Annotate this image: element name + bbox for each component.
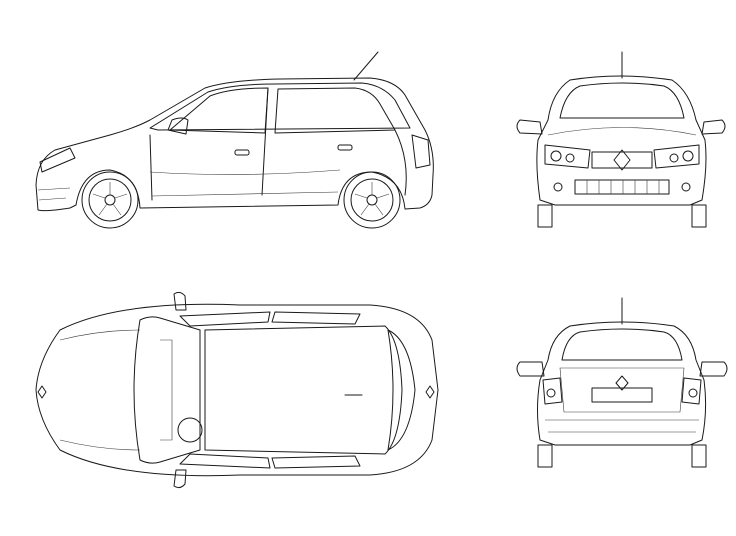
front-grille xyxy=(591,151,653,169)
side-rear-wheel xyxy=(343,171,401,229)
side-front-door-handle xyxy=(234,149,250,156)
side-window-frame xyxy=(149,82,411,131)
rear-left-taillight xyxy=(542,377,563,405)
rear-right-mirror xyxy=(699,361,728,377)
side-body-crease xyxy=(149,169,341,175)
front-right-headlight xyxy=(653,144,700,169)
side-rear-door-edge xyxy=(394,129,407,196)
side-front-wheel xyxy=(81,171,139,229)
front-right-tire xyxy=(691,204,707,228)
top-steering-wheel xyxy=(177,417,203,443)
front-lower-grille xyxy=(574,179,670,195)
rear-tailgate xyxy=(559,367,685,413)
front-right-fog-light xyxy=(681,182,691,192)
rear-left-mirror xyxy=(516,361,545,377)
rear-body-outline xyxy=(537,321,707,446)
rear-license-plate xyxy=(591,387,653,403)
side-headlight xyxy=(39,147,76,173)
side-tail-light xyxy=(411,134,431,169)
front-body-outline xyxy=(536,75,707,206)
top-windshield xyxy=(133,316,201,464)
rear-right-taillight xyxy=(681,377,702,405)
side-door-divider xyxy=(261,87,269,196)
top-front-logo-icon xyxy=(37,385,47,399)
side-bumper-front xyxy=(37,187,71,201)
rear-logo-icon xyxy=(615,375,629,391)
car-top-view xyxy=(35,291,439,489)
top-left-rear-window xyxy=(271,311,361,325)
rear-right-tire xyxy=(691,444,707,468)
front-left-headlight xyxy=(544,144,591,169)
top-left-side-window xyxy=(179,311,271,327)
top-right-mirror xyxy=(173,469,187,489)
side-front-door-edge xyxy=(149,134,153,201)
side-antenna xyxy=(353,51,379,81)
top-roof xyxy=(204,325,403,455)
front-left-fog-light xyxy=(553,182,563,192)
side-front-window xyxy=(169,87,269,134)
rear-window xyxy=(561,328,683,361)
car-rear-view xyxy=(516,297,728,468)
front-logo-icon xyxy=(613,149,631,171)
side-body-outline xyxy=(35,77,434,212)
front-hood-line xyxy=(547,127,697,136)
front-right-mirror xyxy=(701,119,726,135)
rear-bumper xyxy=(545,419,699,433)
car-front-view xyxy=(516,51,726,228)
top-left-mirror xyxy=(173,291,187,311)
front-left-mirror xyxy=(516,119,543,135)
top-right-rear-window xyxy=(271,455,361,469)
front-left-tire xyxy=(537,204,553,228)
side-rear-window xyxy=(274,87,396,134)
side-mirror xyxy=(167,117,189,135)
side-sill-line xyxy=(151,191,339,197)
rear-left-tire xyxy=(537,444,553,468)
top-hood-crease xyxy=(59,329,141,451)
top-rear-logo-icon xyxy=(425,385,435,399)
front-windshield xyxy=(559,82,685,119)
side-rear-door-handle xyxy=(337,144,353,151)
top-dashboard xyxy=(160,339,173,441)
top-rear-window xyxy=(387,329,416,451)
top-right-side-window xyxy=(179,453,271,469)
top-body-outline xyxy=(35,303,439,477)
car-side-view xyxy=(35,51,434,229)
